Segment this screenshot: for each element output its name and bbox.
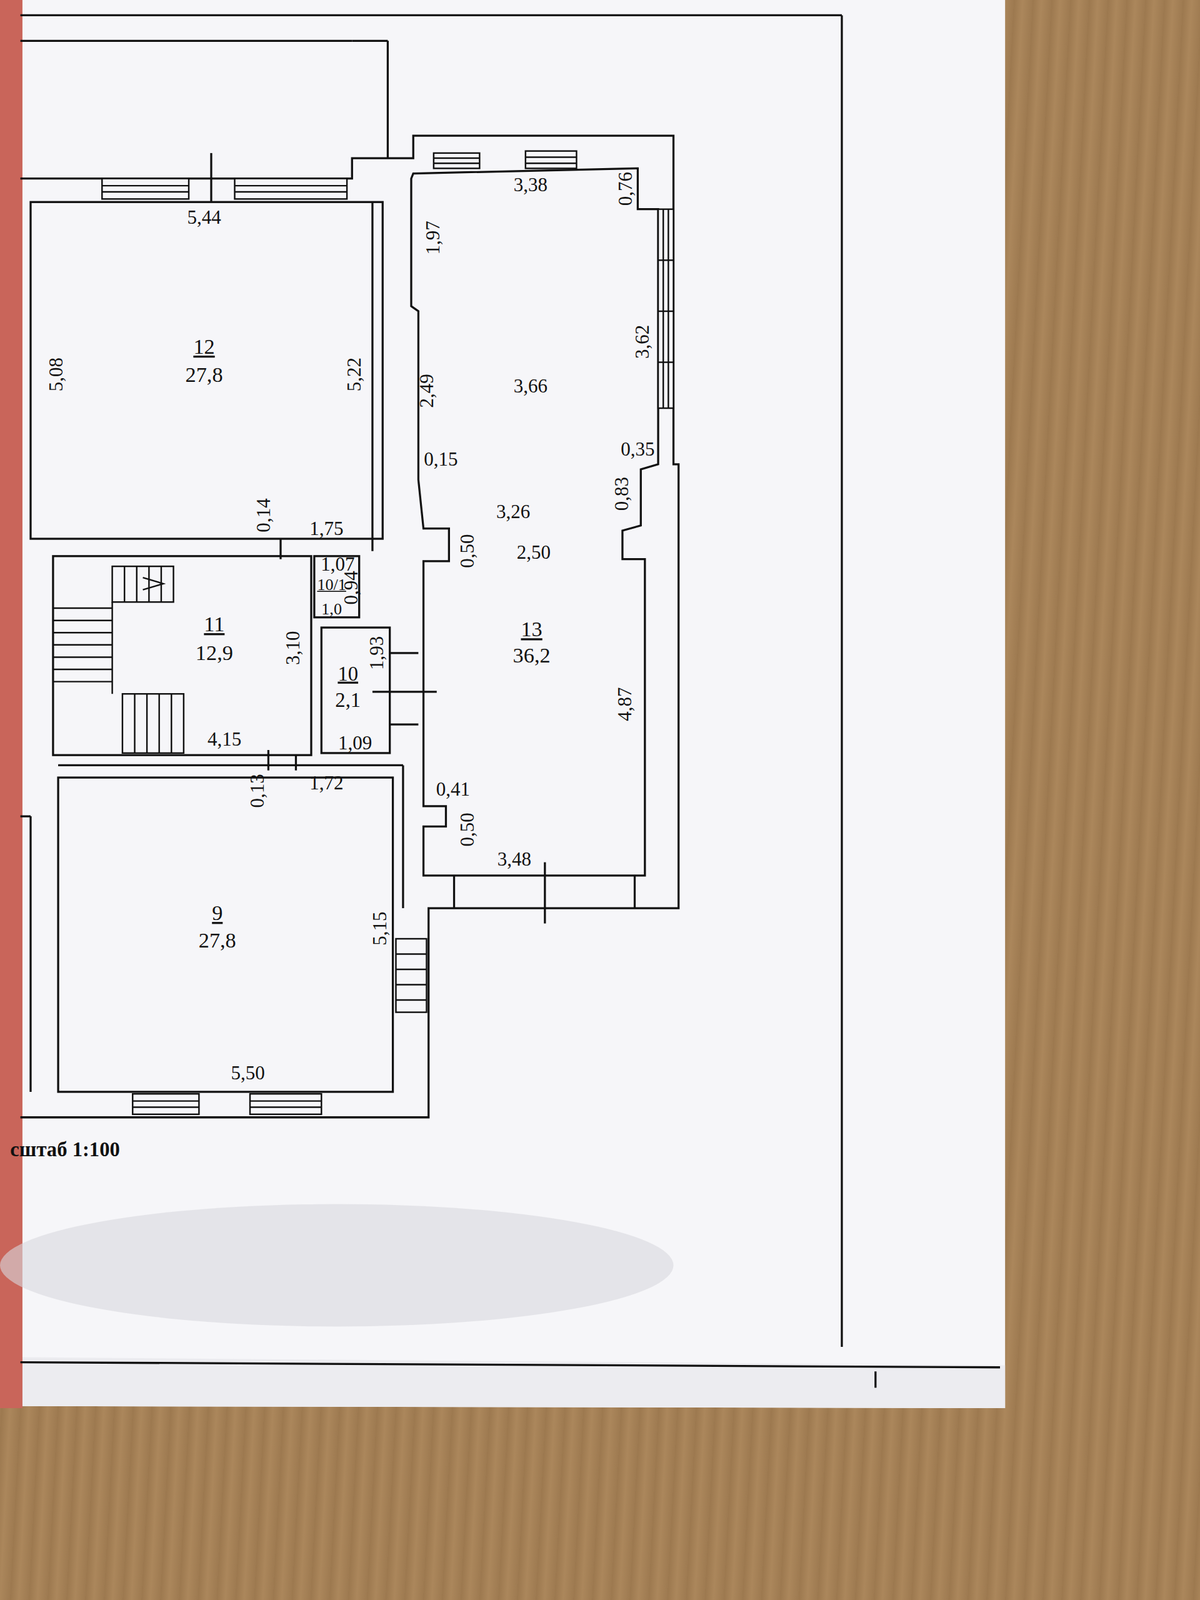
dimension: 3,10 bbox=[283, 631, 303, 665]
dimension: 0,14 bbox=[253, 498, 274, 532]
dimension: 5,44 bbox=[186, 207, 221, 227]
dimension: 0,94 bbox=[341, 570, 361, 605]
dimension: 4,15 bbox=[207, 729, 242, 749]
dimension: 1,93 bbox=[366, 636, 387, 670]
room-area: 12,9 bbox=[195, 642, 234, 664]
dimension: 0,50 bbox=[457, 533, 477, 568]
dimension: 1,72 bbox=[309, 773, 344, 793]
dimension: 0,13 bbox=[247, 773, 267, 808]
dimension: 0,15 bbox=[423, 449, 458, 469]
dimension: 3,66 bbox=[513, 376, 548, 396]
room-area: 27,8 bbox=[185, 365, 224, 387]
dimension: 5,22 bbox=[344, 357, 364, 392]
room: 11 12,9 bbox=[53, 556, 312, 755]
room: 12 27,8 bbox=[30, 201, 383, 539]
room-area: 2,1 bbox=[335, 690, 361, 711]
dimension: 2,49 bbox=[416, 373, 437, 408]
room-number: 13 bbox=[520, 618, 542, 640]
dimension: 3,26 bbox=[496, 501, 530, 521]
room-number: 11 bbox=[203, 613, 225, 635]
dimension: 0,76 bbox=[615, 171, 635, 206]
dimension: 3,48 bbox=[497, 849, 532, 869]
dimension: 1,97 bbox=[423, 220, 443, 255]
dimension: 1,09 bbox=[338, 733, 372, 753]
dimension: 5,08 bbox=[46, 357, 66, 392]
room-area: 27,8 bbox=[198, 930, 237, 952]
dimension: 0,35 bbox=[620, 439, 655, 459]
dimension: 0,41 bbox=[436, 779, 470, 799]
room-area: 36,2 bbox=[513, 645, 551, 667]
dimension: 3,62 bbox=[631, 325, 652, 359]
dimension: 3,38 bbox=[513, 175, 548, 195]
room-number: 10 bbox=[337, 663, 359, 684]
dimension: 4,87 bbox=[615, 686, 635, 721]
room-area: 1,0 bbox=[321, 601, 342, 618]
dimension: 5,50 bbox=[231, 1062, 265, 1082]
room-number: 9 bbox=[211, 902, 223, 924]
dimension: 0,83 bbox=[611, 476, 632, 511]
scale-note: сштаб 1:100 bbox=[10, 1138, 120, 1160]
room: 13 36,2 bbox=[413, 168, 659, 875]
room: 927,8 bbox=[58, 777, 394, 1092]
dimension: 1,75 bbox=[309, 518, 344, 539]
room-number: 12 bbox=[193, 336, 215, 358]
dimension: 5,15 bbox=[370, 911, 390, 946]
dimension: 2,50 bbox=[516, 542, 551, 562]
dimension: 0,50 bbox=[457, 812, 477, 847]
